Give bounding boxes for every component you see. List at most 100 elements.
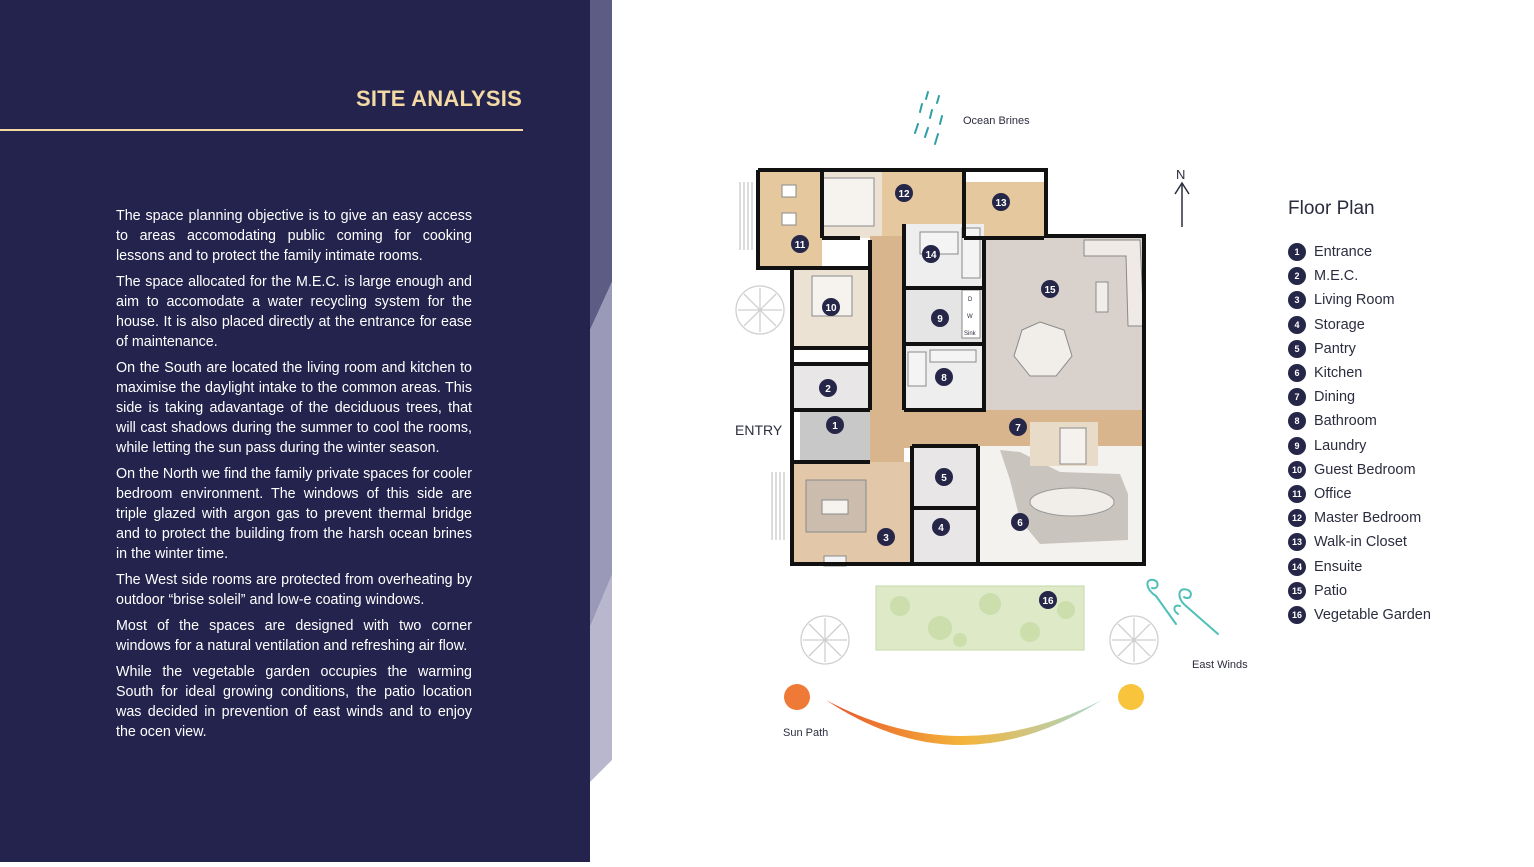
legend-title: Floor Plan <box>1288 198 1375 219</box>
legend-item: 5 Pantry <box>1288 337 1518 361</box>
legend-label: Master Bedroom <box>1314 510 1422 527</box>
legend-item: 6 Kitchen <box>1288 361 1518 385</box>
legend-number: 2 <box>1288 267 1306 286</box>
legend-label: Pantry <box>1314 340 1356 357</box>
svg-text:3: 3 <box>883 533 889 544</box>
room-marker-15: 15 <box>1041 280 1059 298</box>
sink-label: Sink <box>964 331 977 337</box>
paragraph-4: On the North we find the family private … <box>116 466 472 562</box>
room-marker-10: 10 <box>822 298 840 316</box>
legend-label: Living Room <box>1314 292 1395 309</box>
legend-number: 13 <box>1288 533 1306 552</box>
legend-label: Storage <box>1314 316 1365 333</box>
legend-number: 15 <box>1288 581 1306 600</box>
legend-label: Guest Bedroom <box>1314 461 1416 478</box>
west-deck-top <box>739 182 753 250</box>
svg-text:1: 1 <box>832 421 838 432</box>
paragraph-1: The space planning objective is to give … <box>116 208 472 264</box>
furniture <box>781 177 1145 567</box>
legend-number: 8 <box>1288 412 1306 431</box>
legend-label: Laundry <box>1314 437 1367 454</box>
page-title: SITE ANALYSIS <box>355 86 522 111</box>
legend-item: 14 Ensuite <box>1288 554 1518 578</box>
room-marker-13: 13 <box>992 193 1010 211</box>
legend-number: 1 <box>1288 243 1306 262</box>
sun-path-label: Sun Path <box>783 727 828 739</box>
washer-label: W <box>967 314 973 320</box>
rain-icon <box>914 91 943 145</box>
room-marker-12: 12 <box>895 184 913 202</box>
svg-text:13: 13 <box>995 198 1007 209</box>
tree-southwest-icon <box>800 615 850 665</box>
legend-number: 6 <box>1288 364 1306 383</box>
room-marker-16: 16 <box>1039 591 1057 609</box>
legend-number: 14 <box>1288 557 1306 576</box>
room-marker-1: 1 <box>826 416 844 434</box>
room-marker-2: 2 <box>819 379 837 397</box>
paragraph-3: On the South are located the living room… <box>116 360 472 456</box>
north-arrow-icon <box>1174 181 1190 227</box>
svg-text:2: 2 <box>825 384 831 395</box>
legend-number: 4 <box>1288 315 1306 334</box>
north-label: N <box>1176 167 1185 182</box>
title-underline <box>0 129 523 131</box>
floor-plan-diagram: Ocean Brines N <box>735 91 1248 745</box>
east-winds-label: East Winds <box>1192 659 1248 671</box>
legend-label: Office <box>1314 485 1352 502</box>
legend-label: Vegetable Garden <box>1314 606 1431 623</box>
legend-label: Dining <box>1314 389 1356 406</box>
laundry-appliances: D W Sink <box>961 289 981 339</box>
legend-label: Entrance <box>1314 244 1373 261</box>
sun-sunrise-icon <box>784 684 810 710</box>
room-marker-3: 3 <box>877 528 895 546</box>
legend-number: 9 <box>1288 436 1306 455</box>
wind-icon <box>1146 578 1219 635</box>
strip-band-3 <box>590 575 612 782</box>
room-markers: 1 2 3 4 5 6 7 8 9 10 11 12 13 14 15 16 <box>791 184 1059 609</box>
legend-item: 10 Guest Bedroom <box>1288 458 1518 482</box>
text-panel <box>0 0 590 862</box>
legend-item: 13 Walk-in Closet <box>1288 530 1518 554</box>
legend-item: 16 Vegetable Garden <box>1288 603 1518 627</box>
room-marker-4: 4 <box>932 518 950 536</box>
paragraph-6: Most of the spaces are designed with two… <box>116 618 472 654</box>
legend-label: Walk-in Closet <box>1314 534 1407 551</box>
legend-number: 11 <box>1288 484 1306 503</box>
decorative-strip <box>590 0 612 862</box>
tree-west-icon <box>735 285 785 335</box>
svg-text:14: 14 <box>925 250 937 261</box>
room-marker-14: 14 <box>922 245 940 263</box>
svg-text:6: 6 <box>1017 518 1023 529</box>
svg-text:10: 10 <box>825 303 837 314</box>
west-deck-bottom <box>771 472 785 540</box>
room-marker-5: 5 <box>935 468 953 486</box>
legend-number: 16 <box>1288 605 1306 624</box>
ocean-brines-label: Ocean Brines <box>963 115 1030 127</box>
svg-text:8: 8 <box>941 373 947 384</box>
strip-shading <box>590 0 612 782</box>
legend-label: Bathroom <box>1314 413 1377 430</box>
paragraph-7: While the vegetable garden occupies the … <box>116 664 472 740</box>
room-marker-6: 6 <box>1011 513 1029 531</box>
legend-number: 5 <box>1288 339 1306 358</box>
legend-item: 8 Bathroom <box>1288 409 1518 433</box>
svg-text:5: 5 <box>941 473 947 484</box>
sun-path-arc <box>826 700 1102 745</box>
legend-item: 11 Office <box>1288 482 1518 506</box>
paragraph-5: The West side rooms are protected from o… <box>116 572 472 608</box>
description-text: The space planning objective is to give … <box>116 206 472 748</box>
legend-number: 10 <box>1288 460 1306 479</box>
legend-label: Ensuite <box>1314 558 1363 575</box>
sun-sunset-icon <box>1118 684 1144 710</box>
tree-southeast-icon <box>1109 615 1159 665</box>
legend-item: 1 Entrance <box>1288 240 1518 264</box>
legend-label: Kitchen <box>1314 365 1363 382</box>
paragraph-2: The space allocated for the M.E.C. is la… <box>116 274 472 350</box>
svg-text:12: 12 <box>898 189 910 200</box>
room-marker-11: 11 <box>791 235 809 253</box>
